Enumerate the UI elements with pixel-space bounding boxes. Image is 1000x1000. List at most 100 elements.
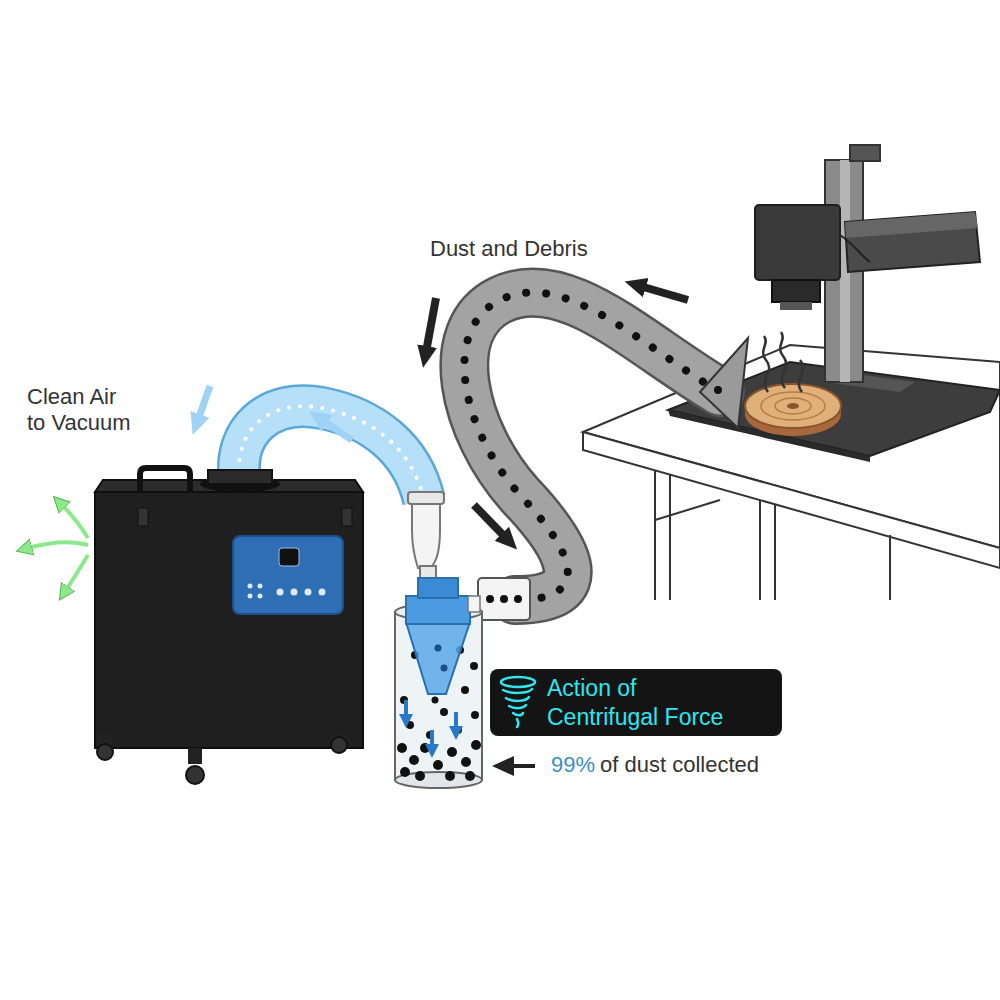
annotation-label: Clean Air to Vacuum: [27, 384, 137, 437]
dust-hose: [464, 292, 720, 600]
collected-dust: [420, 743, 430, 753]
hose-connector: [478, 578, 530, 620]
smoke: [763, 336, 769, 392]
collected-dust: [471, 711, 479, 719]
fume-extractor: [319, 589, 326, 596]
fume-extractor: [95, 492, 363, 748]
smoke: [799, 360, 803, 392]
cyclone-separator: [406, 596, 470, 624]
collected-dust: [440, 708, 448, 716]
fume-extractor: [258, 584, 263, 589]
cyclone-separator: [441, 665, 448, 672]
hose-connector: [514, 595, 522, 603]
wood-workpiece: [745, 384, 841, 436]
fume-extractor: [186, 766, 204, 784]
elbow-fitting: [412, 495, 440, 568]
flow-arrow: [508, 764, 535, 768]
laser-machine: [780, 302, 812, 310]
fume-extractor: [277, 589, 284, 596]
fume-extractor: [279, 548, 299, 566]
laser-machine: [772, 280, 820, 302]
cyclone-icon: [513, 713, 523, 715]
fume-extractor: [305, 589, 312, 596]
wood-workpiece: [775, 398, 811, 414]
fume-extractor: [208, 470, 272, 484]
laser-machine: [755, 205, 840, 280]
flow-arrow: [454, 712, 458, 730]
collected-dust: [461, 757, 471, 767]
dust-bin: [395, 604, 482, 788]
flow-arrow: [404, 700, 408, 718]
collected-dust: [461, 686, 469, 694]
collected-dust: [432, 697, 439, 704]
fume-extractor: [342, 508, 352, 526]
suction-hood: [700, 338, 748, 428]
fume-extractor: [248, 594, 253, 599]
smoke: [780, 332, 786, 388]
dust-hose: [464, 292, 720, 600]
work-table: [654, 470, 656, 600]
exhaust-arrow: [66, 555, 88, 590]
collected-dust: [397, 743, 407, 753]
cyclone-separator: [435, 645, 442, 652]
flow-arrow: [640, 286, 688, 300]
flow-arrow: [426, 298, 436, 352]
wood-workpiece: [787, 403, 799, 409]
cyclone-separator: [406, 622, 470, 694]
cyclone-icon: [517, 719, 519, 727]
cyclone-separator: [418, 578, 458, 598]
cyclone-icon: [501, 677, 535, 687]
dust-hose: [464, 292, 720, 600]
wood-workpiece: [761, 392, 825, 420]
smoke: [763, 332, 803, 392]
flow-arrow: [406, 700, 456, 748]
callout-text: Action of Centrifugal Force: [547, 674, 752, 732]
collected-dust: [447, 747, 457, 757]
flow-arrow: [198, 386, 210, 420]
annotation-label: of dust collected: [600, 752, 840, 778]
elbow-fitting: [408, 492, 444, 504]
dust-bin: [395, 612, 482, 780]
callout-box: Action of Centrifugal Force: [490, 669, 782, 736]
hose-connector: [478, 578, 530, 620]
exhaust-arrow: [28, 505, 88, 590]
work-table: [669, 474, 671, 600]
cyclone-separator: [468, 596, 480, 612]
collected-dust: [465, 771, 475, 781]
fume-extractor: [95, 468, 363, 784]
collected-dust: [470, 662, 478, 670]
laser-machine: [840, 235, 870, 262]
fume-extractor: [140, 468, 190, 492]
collected-dust: [471, 740, 481, 750]
flow-arrow: [430, 730, 434, 748]
fume-extractor: [258, 594, 263, 599]
elbow-fitting: [408, 492, 444, 580]
work-table: [759, 500, 761, 600]
fume-extractor: [138, 508, 148, 526]
fume-extractor: [291, 589, 298, 596]
fume-extractor: [331, 737, 347, 753]
collected-dust: [409, 755, 419, 765]
fume-extractor: [248, 584, 253, 589]
cyclone-icon: [509, 705, 526, 708]
hose-connector: [486, 595, 494, 603]
collected-dust: [406, 721, 414, 729]
flow-arrow: [198, 386, 352, 440]
exhaust-arrow: [28, 542, 88, 548]
wood-workpiece: [745, 384, 841, 428]
laser-machine: [845, 212, 980, 272]
flow-arrow: [322, 420, 352, 440]
dust-hose: [464, 292, 720, 600]
cyclone-icon: [503, 689, 532, 693]
exhaust-arrow: [62, 505, 88, 538]
work-table: [583, 432, 1000, 568]
collected-dust: [445, 771, 455, 781]
cyclone-icon: [506, 697, 529, 701]
annotation-label: Dust and Debris: [430, 236, 670, 262]
cyclone-separator: [406, 578, 480, 694]
suction-hood: [714, 386, 722, 394]
cyclone-icon: [501, 677, 535, 727]
laser-machine: [850, 145, 880, 161]
